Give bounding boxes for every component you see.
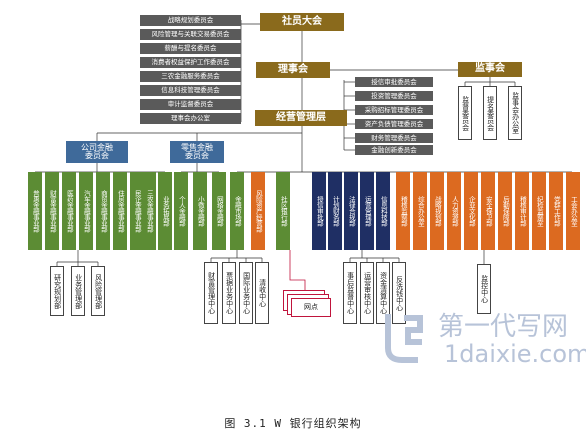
mgmt-committee: 授信审批委员会	[355, 77, 433, 87]
orange-dept: 纪检监察室	[532, 172, 546, 250]
watermark-cn: 第一代写网	[438, 312, 569, 342]
orange-sub: 监控中心	[477, 264, 491, 314]
board-committee: 理事会办公室	[140, 113, 241, 124]
corporate-dept: 民企金融事业部	[130, 172, 144, 250]
board-committee: 信息科技管理委员会	[140, 85, 241, 96]
general-meeting-label: 社员大会	[282, 15, 322, 27]
ops-sub: 运营审核中心	[360, 262, 374, 324]
corporate-sub: 风险管理部	[91, 266, 105, 316]
orange-dept: 安全保卫部	[481, 172, 495, 250]
navy-dept: 计划财务部	[328, 172, 342, 250]
mgmt-committee: 财务管理委员会	[355, 133, 433, 143]
corporate-sub: 研究规划部	[50, 266, 64, 316]
management-box: 经营管理层	[255, 110, 347, 126]
risk-sub: 清收中心	[255, 262, 269, 324]
supervisory-label: 监事会	[475, 63, 505, 75]
figure-caption: 图 3.1 W 银行组织架构	[224, 417, 362, 430]
retail-dept: 网络金融部	[212, 172, 226, 250]
board-box: 理事会	[256, 62, 330, 78]
board-committee: 战略规划委员会	[140, 15, 241, 26]
watermark: 第一代写网 1daixie.com	[378, 304, 586, 370]
corporate-dept: 财富金融事业部	[45, 172, 59, 250]
orange-dept: 战略规划部	[430, 172, 444, 250]
corporate-committee-label: 公司金融委员会	[81, 142, 113, 160]
ops-sub: 反洗钱中心	[392, 262, 406, 324]
orange-dept: 工会办公室	[566, 172, 580, 250]
retail-committee-box: 零售金融委员会	[170, 141, 224, 163]
corporate-dept: 商贸金融事业部	[96, 172, 110, 250]
management-label: 经营管理层	[276, 111, 326, 123]
mgmt-committee: 采购招标管理委员会	[355, 105, 433, 115]
mgmt-committee: 金融创新委员会	[355, 145, 433, 155]
navy-dept: 运营管理部	[360, 172, 374, 250]
retail-dept: 个人金融部	[174, 172, 188, 250]
watermark-logo-icon	[385, 314, 423, 363]
orange-dept: 党群工作部	[549, 172, 563, 250]
orange-dept: 人力资源部	[447, 172, 461, 250]
corporate-dept: 业务拓展部	[158, 172, 172, 250]
mgmt-committee: 投资管理委员会	[355, 91, 433, 101]
general-meeting-box: 社员大会	[260, 13, 344, 31]
retail-dept: 小微金融部	[193, 172, 207, 250]
board-committee: 薪酬与提名委员会	[140, 43, 241, 54]
corporate-dept: 住房金融事业部	[113, 172, 127, 250]
supervisory-committee: 监督委员会	[458, 86, 472, 140]
watermark-url: 1daixie.com	[444, 340, 586, 368]
board-committee: 审计监督委员会	[140, 99, 241, 110]
corporate-sub: 业务管理部	[71, 266, 85, 316]
corporate-dept: 普惠金融事业部	[28, 172, 42, 250]
board-committee: 三农金融服务委员会	[140, 71, 241, 82]
corporate-committee-box: 公司金融委员会	[66, 141, 128, 163]
navy-dept: 授信审批部	[312, 172, 326, 250]
navy-dept: 信息科技部	[376, 172, 390, 250]
finmarket-sub: 票据业务中心	[222, 262, 236, 324]
finmarket-sub: 财富管理中心	[204, 262, 218, 324]
mgmt-committee: 资产负债管理委员会	[355, 119, 433, 129]
orange-dept: 稽核监察部	[396, 172, 410, 250]
social-dept: 社区银行部	[276, 172, 290, 250]
orange-dept: 综合办公室	[413, 172, 427, 250]
supervisory-committee: 监事会办公室	[508, 86, 522, 140]
orange-dept: 后勤保障部	[498, 172, 512, 250]
orange-dept: 稽核审计部	[515, 172, 529, 250]
board-committee: 消费者权益保护工作委员会	[140, 57, 241, 68]
board-committee: 风险管理与关联交易委员会	[140, 29, 241, 40]
network-box: 网点	[291, 298, 331, 317]
supervisory-committee: 提名委员会	[483, 86, 497, 140]
finmarket-sub: 国际业务中心	[239, 262, 253, 324]
finmarket-dept: 金融市场部	[230, 172, 244, 250]
supervisory-box: 监事会	[458, 62, 522, 77]
risk-dept: 风险资产经营部	[251, 172, 265, 250]
corporate-dept: 医药金融事业部	[62, 172, 76, 250]
board-label: 理事会	[278, 63, 308, 75]
retail-committee-label: 零售金融委员会	[181, 142, 213, 160]
corporate-dept: 三农金融事业部	[142, 172, 156, 250]
navy-dept: 法律合规部	[344, 172, 358, 250]
orange-dept: 企业文化部	[464, 172, 478, 250]
ops-sub: 事后监督中心	[343, 262, 357, 324]
corporate-dept: 汽车金融事业部	[79, 172, 93, 250]
ops-sub: 资金清算中心	[376, 262, 390, 324]
